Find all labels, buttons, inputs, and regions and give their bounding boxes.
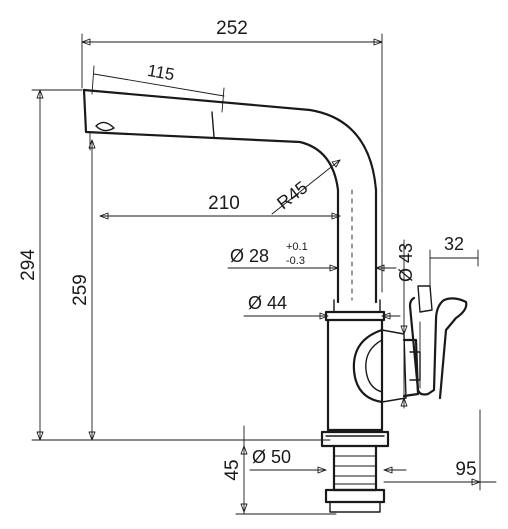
label-overall-height: 294 bbox=[18, 249, 39, 281]
label-handle-width: 32 bbox=[444, 234, 464, 254]
label-bend-radius: R45 bbox=[273, 177, 311, 213]
label-base-diameter: Ø 50 bbox=[252, 447, 291, 467]
dimension-lines bbox=[31, 33, 497, 515]
label-base-to-handle: 95 bbox=[455, 459, 476, 480]
label-spout-height: 259 bbox=[70, 274, 91, 306]
label-spout-reach: 210 bbox=[208, 193, 240, 214]
label-spout-pullout: 115 bbox=[146, 61, 176, 84]
label-body-diameter: Ø 44 bbox=[248, 293, 287, 313]
faucet-body-outline bbox=[82, 88, 468, 513]
label-spout-tol-plus: +0.1 bbox=[286, 241, 308, 253]
dimension-labels: 252 115 210 R45 Ø 28 +0.1 -0.3 Ø 43 32 Ø… bbox=[18, 18, 477, 481]
label-shank-height: 45 bbox=[222, 459, 243, 480]
label-spout-tol-minus: -0.3 bbox=[286, 255, 305, 267]
label-spout-diameter: Ø 28 bbox=[230, 246, 269, 266]
label-overall-width: 252 bbox=[216, 18, 248, 39]
label-handle-diameter: Ø 43 bbox=[396, 243, 416, 282]
